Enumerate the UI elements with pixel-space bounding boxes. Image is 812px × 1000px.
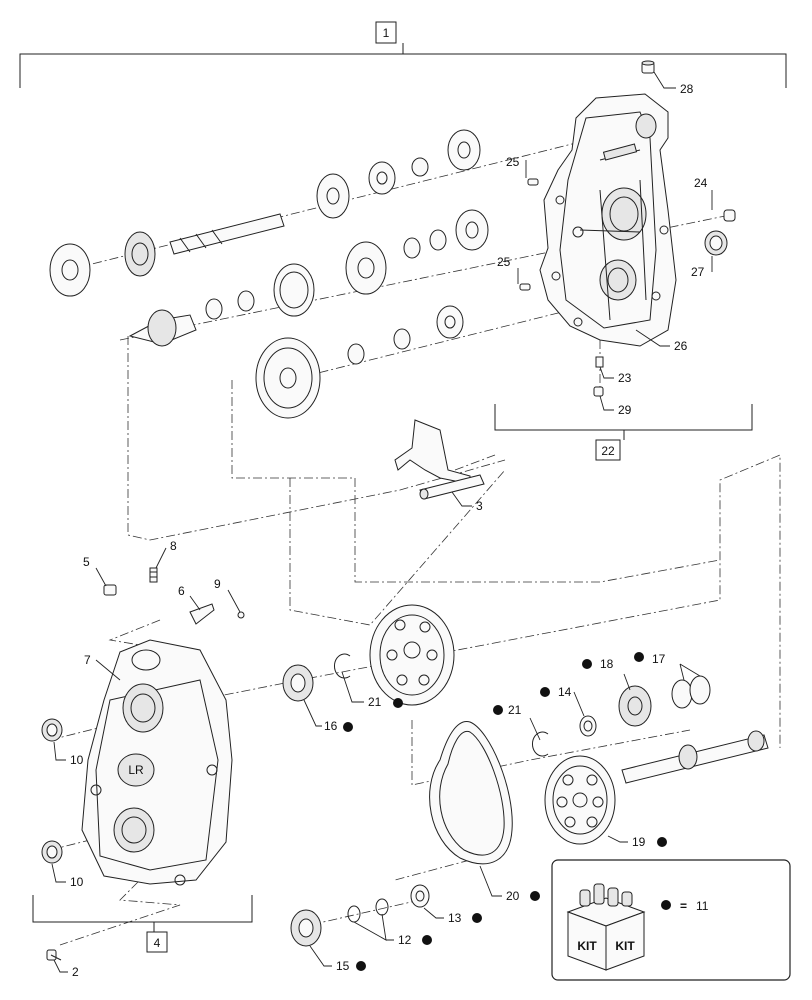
callout-24[interactable]: 24 [694,176,708,190]
large-gear-upper [369,604,455,706]
callout-17[interactable]: 17 [652,652,666,666]
washer-13 [410,884,430,908]
gear-18 [618,685,652,727]
callout-labels: 28 25 24 25 27 26 23 29 3 5 8 6 9 7 10 1… [70,82,708,979]
group-1-bracket: 1 [19,21,787,88]
callout-26[interactable]: 26 [674,339,688,353]
bolt-2 [46,949,62,961]
shift-fork-3 [394,419,485,500]
dowel-pin-25-upper [527,178,539,186]
kit-equals: = [680,899,687,913]
shaft-gears-upper-row [49,129,481,297]
bullet-14 [540,687,550,697]
callout-27[interactable]: 27 [691,265,705,279]
bullet-13 [472,913,482,923]
callout-20[interactable]: 20 [506,889,520,903]
callout-21-lower[interactable]: 21 [508,703,522,717]
output-shaft [621,730,769,784]
callout-15[interactable]: 15 [336,959,350,973]
callout-10-upper[interactable]: 10 [70,753,84,767]
kit-legend: KIT KIT = 11 [551,859,791,981]
bullet-20 [530,891,540,901]
upper-housing-26 [539,93,677,347]
washer-14 [579,715,597,737]
bullet-16 [343,722,353,732]
pin-23 [595,356,604,368]
seal-27 [704,230,728,256]
bearing-16 [282,664,314,702]
dowel-pin-25-lower [519,283,531,291]
kit-box-label-right: KIT [615,939,635,953]
callout-21-upper[interactable]: 21 [368,695,382,709]
callout-19[interactable]: 19 [632,835,646,849]
lower-housing-7: LR [81,639,233,886]
callout-13[interactable]: 13 [448,911,462,925]
cap-29 [593,386,604,397]
snap-ring-21-upper [333,653,351,679]
group-4-bracket: 4 [32,895,253,953]
callout-8[interactable]: 8 [170,539,177,553]
group-22-label[interactable]: 22 [601,444,615,458]
callout-25-upper[interactable]: 25 [506,155,520,169]
rings-12 [347,898,389,923]
group-4-label[interactable]: 4 [154,936,161,950]
callout-10-lower[interactable]: 10 [70,875,84,889]
callout-29[interactable]: 29 [618,403,632,417]
gear-19 [544,755,616,845]
kit-item-bullets [343,652,667,971]
callout-12[interactable]: 12 [398,933,412,947]
plug-24 [723,209,736,222]
callout-18[interactable]: 18 [600,657,614,671]
bearings-17 [671,675,711,709]
callout-14[interactable]: 14 [558,685,572,699]
bullet-21-lower [493,705,503,715]
callout-7[interactable]: 7 [84,653,91,667]
callout-16[interactable]: 16 [324,719,338,733]
callout-28[interactable]: 28 [680,82,694,96]
bearing-15 [290,909,322,947]
screw-9 [237,611,245,619]
bullet-18 [582,659,592,669]
callout-5[interactable]: 5 [83,555,90,569]
set-screw-8 [149,567,158,583]
chain-20 [429,721,513,865]
plug-5 [103,584,117,596]
callout-25-lower[interactable]: 25 [497,255,511,269]
bullet-12 [422,935,432,945]
leader-lines [51,71,713,973]
callout-3[interactable]: 3 [476,499,483,513]
callout-9[interactable]: 9 [214,577,221,591]
kit-ref-11[interactable]: 11 [696,899,709,913]
seal-10-lower [41,840,63,864]
bullet-21-upper [393,698,403,708]
bracket-6 [189,603,215,625]
snap-ring-21-lower [531,731,549,757]
callout-6[interactable]: 6 [178,584,185,598]
group-22-bracket: 22 [494,404,753,461]
shaft-gears-lower-row [255,305,464,419]
kit-legend-bullet [661,900,671,910]
callout-23[interactable]: 23 [618,371,632,385]
plug-28 [641,60,655,74]
shaft-gears-middle-row [128,209,489,347]
housing-logo: LR [128,763,144,777]
bullet-17 [634,652,644,662]
kit-box-icon: KIT KIT [566,883,646,971]
group-1-label[interactable]: 1 [383,26,390,40]
bullet-15 [356,961,366,971]
bullet-19 [657,837,667,847]
kit-box-label-left: KIT [577,939,597,953]
callout-2[interactable]: 2 [72,965,79,979]
seal-10-upper [41,718,63,742]
